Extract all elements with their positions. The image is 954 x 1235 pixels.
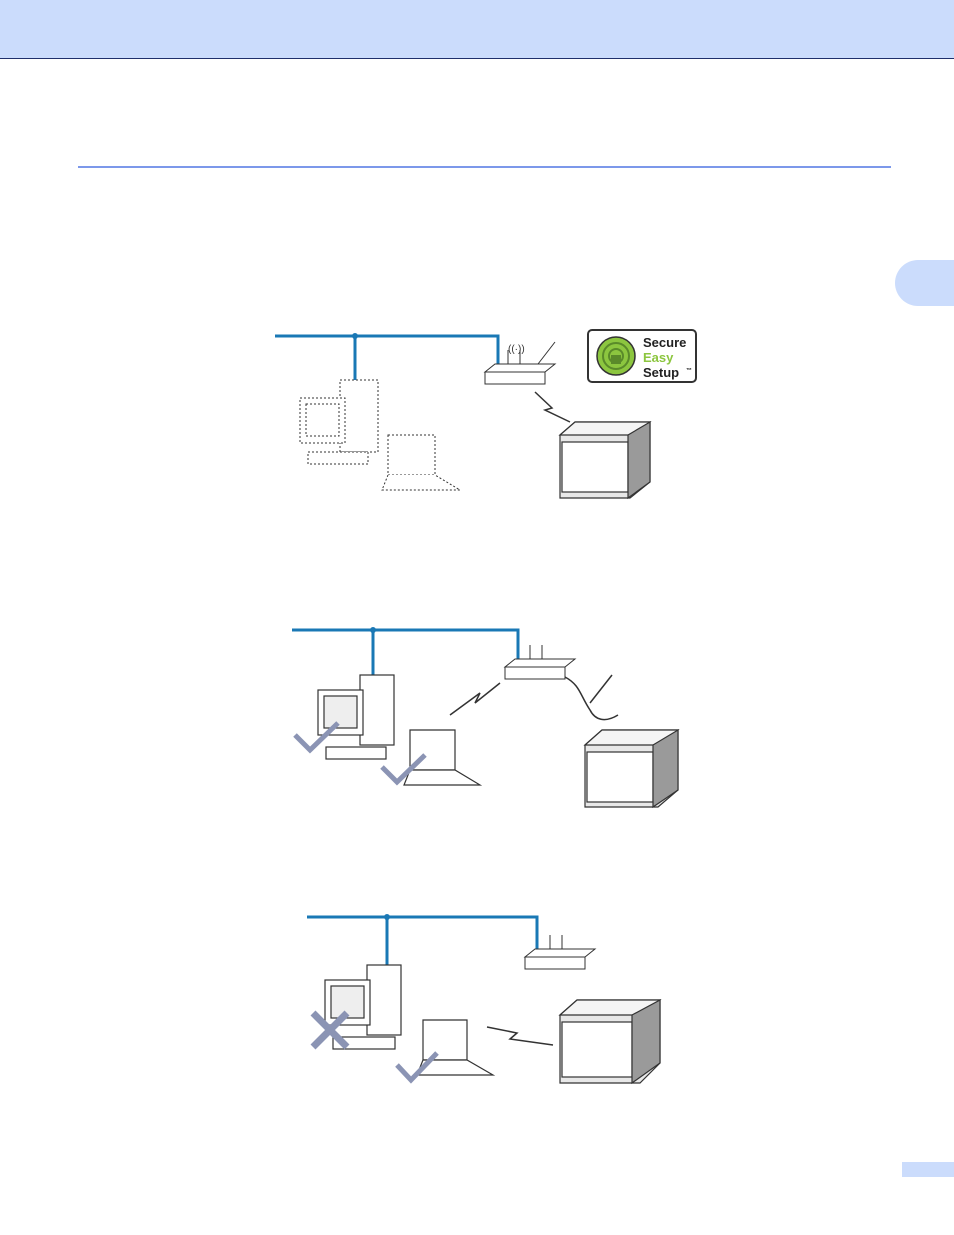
desktop-computer	[318, 675, 394, 759]
wireless-bolt	[450, 683, 500, 715]
lan-junction	[384, 914, 390, 920]
header-band	[0, 0, 954, 59]
lan-cable	[275, 336, 498, 388]
lan-junction	[352, 333, 358, 339]
logo-line1: Secure	[643, 335, 686, 350]
laptop	[404, 730, 480, 785]
lan-cable	[292, 630, 518, 683]
logo-line3: Setup	[643, 365, 679, 380]
section-rule	[78, 166, 891, 168]
figure-secure-easy-setup: ((·)) Secure Easy Setup ™	[270, 320, 710, 505]
lan-cable	[307, 917, 537, 973]
printer-1	[560, 422, 650, 498]
printer-3	[560, 1000, 660, 1083]
figure-wireless-printer	[305, 905, 670, 1095]
desktop-computer-dotted	[300, 380, 378, 464]
lan-junction	[370, 627, 376, 633]
access-point-2	[505, 645, 575, 679]
figure-wired-printer	[290, 615, 690, 810]
access-point-1: ((·))	[485, 342, 555, 384]
wireless-bolt	[487, 1027, 553, 1045]
ethernet-cable	[565, 675, 618, 720]
laptop-dotted	[382, 435, 460, 490]
laptop	[417, 1020, 493, 1075]
printer-2	[585, 730, 678, 807]
check-mark-icon	[295, 723, 338, 750]
logo-line2: Easy	[643, 350, 674, 365]
signal-icon: ((·))	[508, 344, 525, 355]
page-number-tab	[902, 1162, 954, 1177]
logo-trademark: ™	[686, 367, 692, 374]
wireless-bolt	[535, 392, 570, 422]
secure-easy-setup-logo: Secure Easy Setup ™	[588, 330, 696, 382]
chapter-tab	[895, 260, 954, 306]
